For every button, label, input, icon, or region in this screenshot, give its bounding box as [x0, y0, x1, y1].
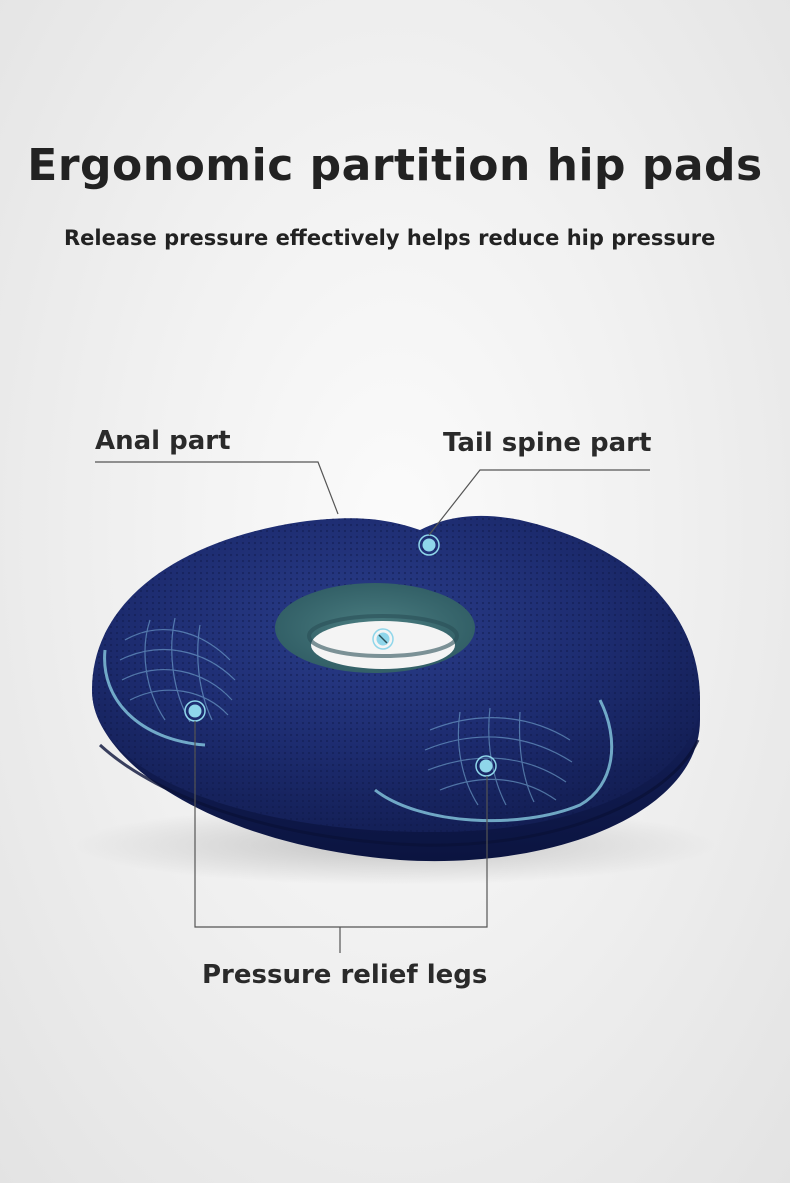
headline: Ergonomic partition hip pads	[27, 140, 763, 191]
callout-tail-spine-part: Tail spine part	[443, 428, 652, 458]
subheadline: Release pressure effectively helps reduc…	[64, 226, 716, 250]
zipper-seam	[98, 739, 700, 847]
left-relief-arc	[103, 649, 206, 747]
leader-tail	[428, 469, 650, 536]
callout-anal-part: Anal part	[95, 426, 231, 456]
right-relief-arc	[374, 699, 614, 823]
marker-center	[372, 628, 394, 650]
leader-legs	[194, 721, 488, 928]
leader-anal	[95, 461, 339, 515]
callout-pressure-relief-legs: Pressure relief legs	[202, 960, 488, 990]
marker-right-leg	[475, 755, 497, 777]
right-pressure-grid	[424, 707, 573, 806]
